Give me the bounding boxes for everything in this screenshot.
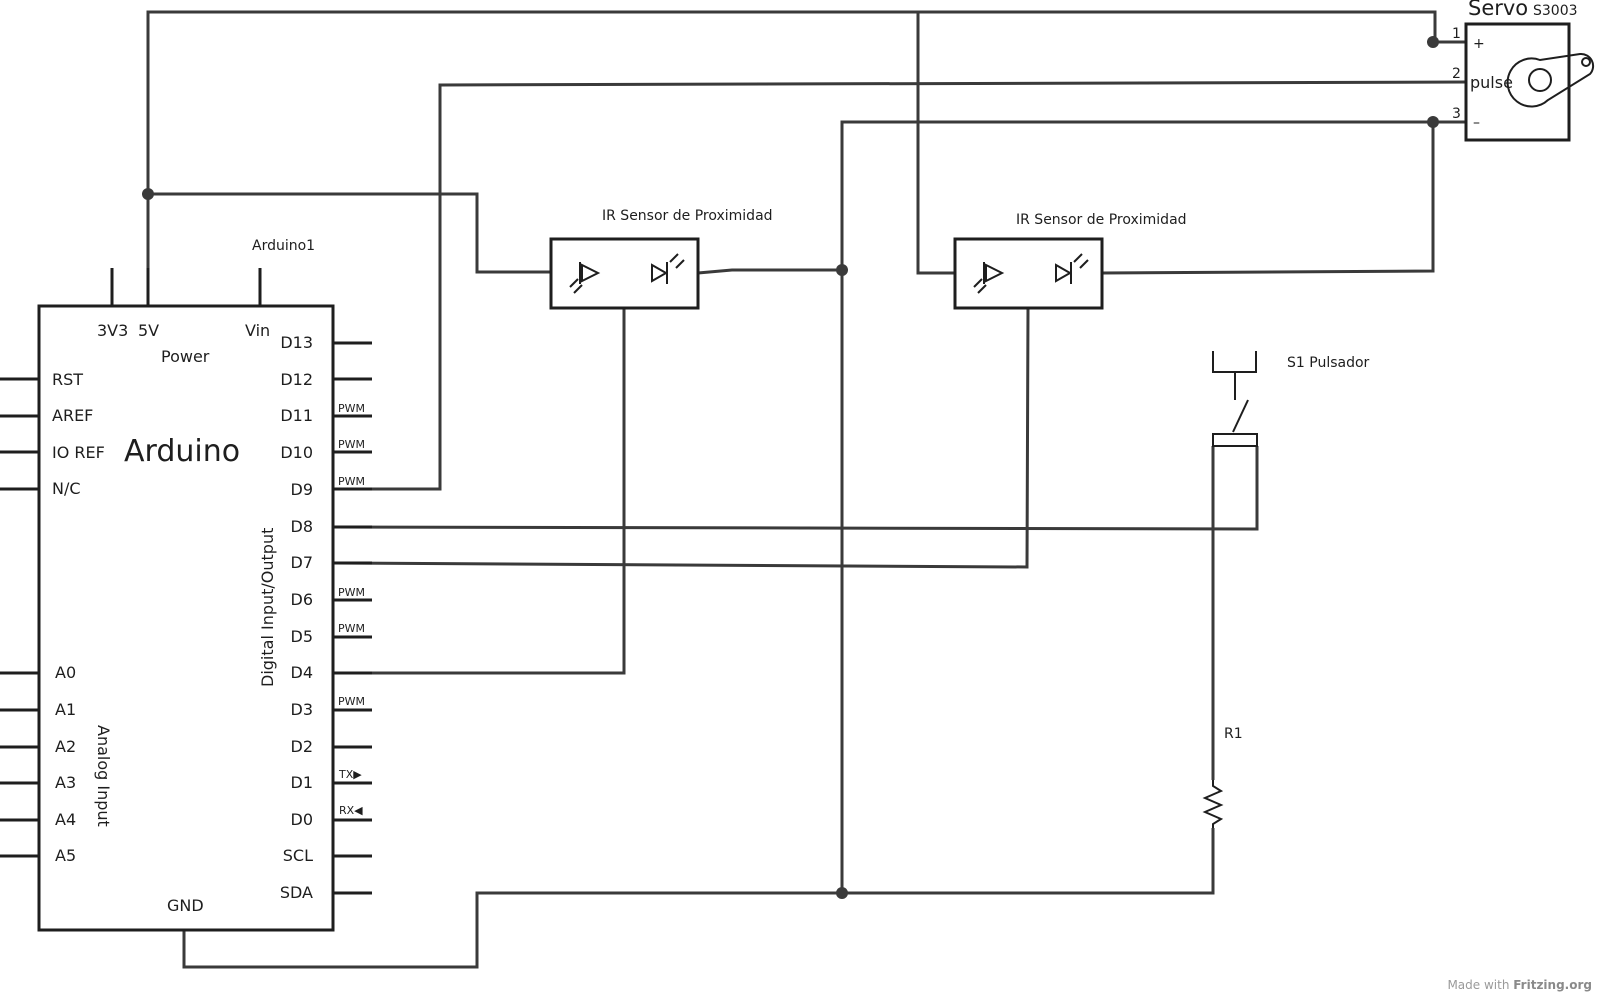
arduino-ref: Arduino1 — [252, 238, 315, 254]
switch-s1: S1 Pulsador — [1212, 351, 1370, 447]
servo-component: Servo S3003 1 2 3 + pulse – — [1452, 0, 1595, 142]
junction-gnd-top — [836, 264, 848, 276]
wires — [146, 10, 1469, 969]
pin-label-d2: D2 — [291, 737, 314, 756]
resistor-r1: R1 — [1202, 726, 1243, 828]
pin-label-d7: D7 — [291, 553, 314, 572]
ir-receiver-icon — [651, 253, 685, 284]
servo-model: S3003 — [1533, 3, 1578, 19]
pin-label-d9: D9 — [291, 480, 314, 499]
wire-servo-minus-gnd — [840, 120, 1468, 893]
servo-pin-1-num: 1 — [1452, 26, 1461, 42]
fritzing-footer: Made with Fritzing.org — [1447, 978, 1592, 992]
ir-sensor-2: IR Sensor de Proximidad — [953, 212, 1187, 310]
servo-body — [1464, 22, 1571, 142]
servo-pin-pulse: pulse — [1470, 73, 1513, 92]
wire-gnd-arduino — [182, 891, 842, 969]
wire-d8-switch — [335, 446, 1259, 531]
junction-servo-minus — [1427, 116, 1439, 128]
ir-sensor-1-label: IR Sensor de Proximidad — [602, 208, 773, 224]
wire-ir2-d7 — [335, 307, 1030, 569]
pin-label-a3: A3 — [55, 773, 76, 792]
analog-input-label: Analog Input — [94, 725, 113, 827]
pwm-tag-d3: PWM — [338, 695, 365, 708]
rx-tag: RX◀ — [339, 804, 363, 817]
servo-pin-2-num: 2 — [1452, 66, 1461, 82]
pin-label-d3: D3 — [291, 700, 314, 719]
resistor-label: R1 — [1224, 726, 1243, 742]
pwm-tag-d6: PWM — [338, 586, 365, 599]
pin-label-nc: N/C — [52, 479, 81, 498]
made-with-text: Made with — [1447, 978, 1510, 992]
pin-label-d1: D1 — [291, 773, 314, 792]
pwm-tag-d10: PWM — [338, 438, 365, 451]
junctions — [142, 36, 1439, 899]
pin-label-d0: D0 — [291, 810, 314, 829]
pin-label-5v: 5V — [138, 321, 159, 340]
junction-servo-plus — [1427, 36, 1439, 48]
switch-label: S1 Pulsador — [1287, 355, 1370, 371]
pin-label-sda: SDA — [280, 883, 313, 902]
tx-tag: TX▶ — [338, 768, 362, 781]
pwm-tag-d9: PWM — [338, 475, 365, 488]
arduino-component: Arduino1 3V3 5V Vin Power Arduino RST AR… — [0, 238, 372, 932]
pin-label-rst: RST — [52, 370, 83, 389]
pin-label-3v3: 3V3 — [97, 321, 128, 340]
pin-label-aref: AREF — [52, 406, 93, 425]
ir-sensor-2-body — [953, 237, 1104, 310]
pin-label-d12: D12 — [280, 370, 313, 389]
servo-horn-icon — [1506, 52, 1595, 108]
servo-pin-plus: + — [1473, 36, 1485, 52]
ir-sensor-2-label: IR Sensor de Proximidad — [1016, 212, 1187, 228]
ir-emitter-icon — [973, 262, 1005, 294]
wire-ir1-gnd — [697, 268, 842, 275]
left-pins: RST AREF IO REF N/C — [0, 370, 105, 498]
digital-io-label: Digital Input/Output — [258, 528, 277, 687]
pin-label-d10: D10 — [280, 443, 313, 462]
right-pins: D13 D12 D11 D10 D9 D8 D7 D6 D5 D4 D3 D2 … — [280, 333, 372, 902]
ir-receiver-icon — [1055, 253, 1089, 284]
pin-label-gnd: GND — [167, 896, 204, 915]
ir-emitter-icon — [569, 262, 601, 294]
pin-label-a5: A5 — [55, 846, 76, 865]
wire-resistor-gnd — [842, 828, 1215, 895]
wire-servo-minus-ir2 — [1101, 122, 1435, 275]
pin-label-d11: D11 — [280, 406, 313, 425]
junction-gnd-bottom — [836, 887, 848, 899]
wire-5v-ir1 — [148, 192, 550, 274]
pin-label-scl: SCL — [283, 846, 313, 865]
arduino-name: Arduino — [124, 434, 240, 469]
ir-sensor-1-body — [549, 237, 700, 310]
power-label: Power — [161, 347, 210, 366]
pin-label-d5: D5 — [291, 627, 314, 646]
wire-d9-servo-pulse — [336, 80, 1469, 491]
fritzing-brand: Fritzing.org — [1513, 978, 1592, 992]
pin-label-ioref: IO REF — [52, 443, 105, 462]
pin-label-d8: D8 — [291, 517, 314, 536]
wire-5v-ir2 — [916, 12, 954, 275]
pwm-tag-d11: PWM — [338, 402, 365, 415]
servo-pin-3-num: 3 — [1452, 106, 1461, 122]
wire-ir1-d4 — [336, 308, 626, 675]
pwm-tag-d5: PWM — [338, 622, 365, 635]
analog-pins: A0 A1 A2 A3 A4 A5 Analog Input — [0, 663, 113, 865]
pin-label-vin: Vin — [245, 321, 270, 340]
pin-label-a0: A0 — [55, 663, 76, 682]
arduino-body — [37, 304, 335, 932]
pin-label-d6: D6 — [291, 590, 314, 609]
junction-5v — [142, 188, 154, 200]
pin-label-a2: A2 — [55, 737, 76, 756]
ir-sensor-1: IR Sensor de Proximidad — [549, 208, 773, 310]
resistor-zigzag-icon — [1202, 780, 1224, 828]
servo-pin-minus: – — [1473, 115, 1480, 131]
pin-label-d4: D4 — [291, 663, 314, 682]
pin-label-a4: A4 — [55, 810, 76, 829]
servo-title: Servo — [1468, 0, 1528, 20]
wire-5v-servo-plus — [146, 10, 1468, 300]
pin-label-a1: A1 — [55, 700, 76, 719]
push-button-icon — [1212, 351, 1258, 447]
pin-label-d13: D13 — [280, 333, 313, 352]
